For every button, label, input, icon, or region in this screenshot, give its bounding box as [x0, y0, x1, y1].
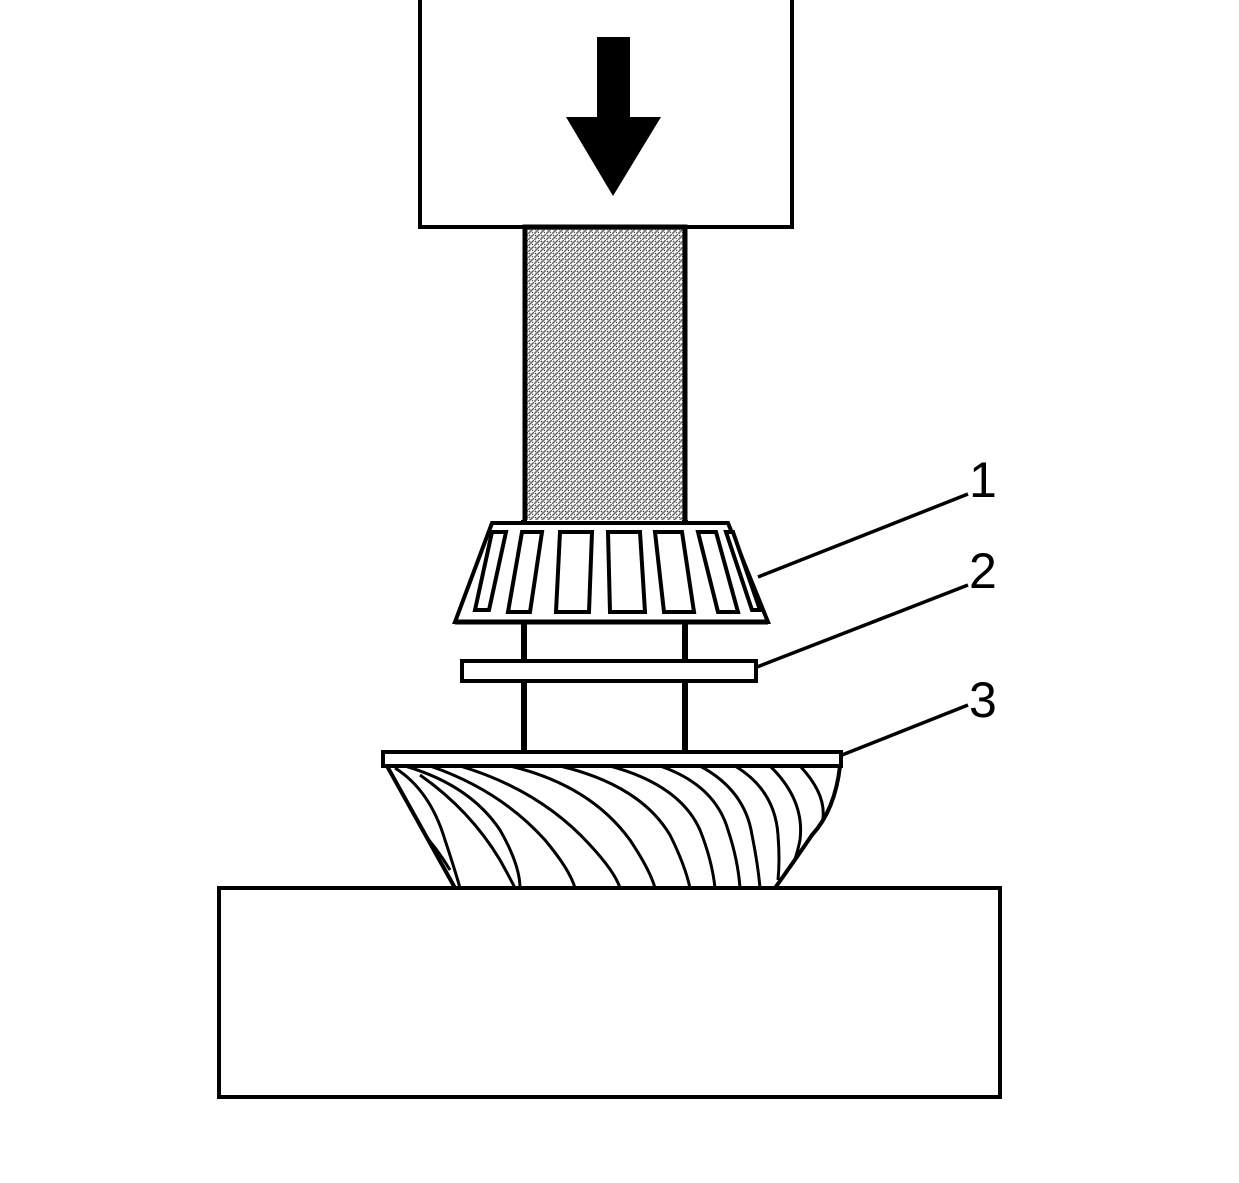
- shim: [460, 659, 758, 683]
- leader-line-1: [757, 492, 969, 579]
- press-tool: [522, 224, 688, 526]
- callout-2-label: 2: [969, 543, 997, 599]
- leader-line-2: [756, 583, 969, 669]
- tapered-roller-bearing: [452, 521, 771, 625]
- callout-1-label: 1: [969, 452, 997, 508]
- gear-teeth: [387, 766, 825, 888]
- callout-3-label: 3: [969, 672, 997, 728]
- bearing-rollers: [472, 530, 763, 614]
- leader-line-3: [841, 703, 969, 757]
- pinion-gear: [381, 750, 843, 890]
- press-bed: [217, 886, 1002, 1099]
- down-arrow-icon: [566, 37, 661, 196]
- leader-lines: [756, 492, 969, 757]
- press-ram: [418, 0, 794, 229]
